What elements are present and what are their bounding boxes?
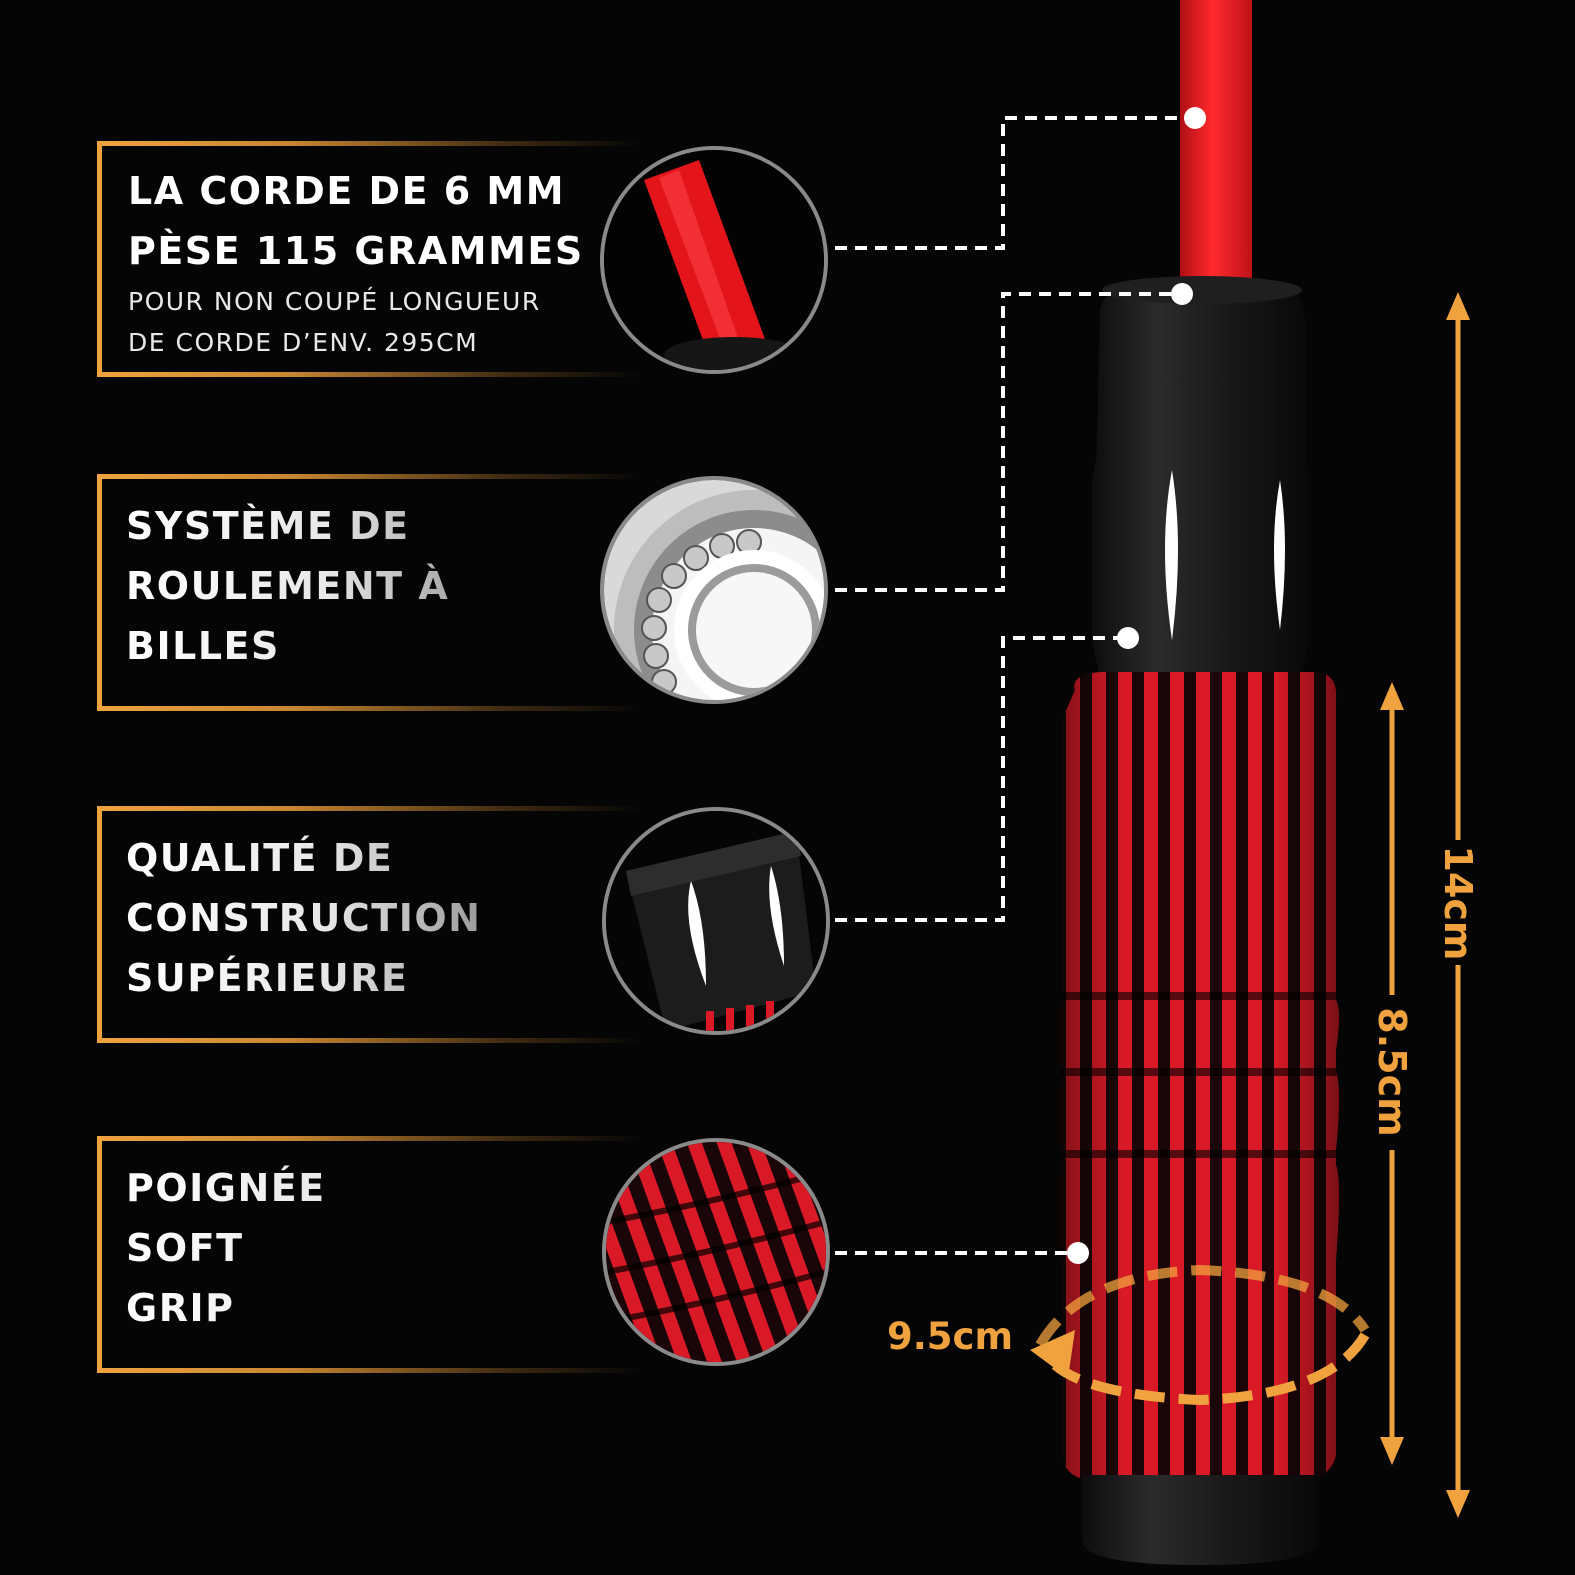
handle-closeup-icon [602, 807, 830, 1035]
feature-grip-headline-2: SOFT [126, 1218, 637, 1278]
feature-build-headline-1: QUALITÉ DE [126, 828, 637, 888]
ball-bearing-closeup-icon [600, 476, 828, 704]
circumference-arrowhead [1030, 1330, 1075, 1378]
callout-dots [1067, 107, 1206, 1264]
callout-line-rope [835, 116, 1195, 250]
callout-dot-grip [1067, 1242, 1089, 1264]
circumference-indicator [1030, 1264, 1370, 1406]
callout-lines [835, 116, 1195, 1255]
feature-bearing-headline-1: SYSTÈME DE [126, 496, 637, 556]
foam-grip-closeup-icon [602, 1138, 830, 1366]
feature-bearing-headline-3: BILLES [126, 616, 637, 676]
end-cap [1082, 1475, 1318, 1565]
feature-rope-subline-1: POUR NON COUPÉ LONGUEUR [128, 287, 541, 316]
feature-rope-subline-2: DE CORDE D’ENV. 295CM [128, 328, 479, 357]
callout-dot-bearing [1171, 283, 1193, 305]
total-length-arrow [1446, 292, 1470, 1518]
feature-rope-weight: LA CORDE DE 6 MM PÈSE 115 GRAMMES POUR N… [97, 141, 642, 377]
feature-build-headline-3: SUPÉRIEURE [126, 948, 637, 1008]
feature-ball-bearing: SYSTÈME DE ROULEMENT À BILLES [97, 474, 642, 711]
callout-line-bearing [835, 292, 1182, 592]
total-length-label: 14cm [1436, 845, 1480, 961]
grip-length-label: 8.5cm [1370, 1007, 1414, 1137]
callout-dot-build [1117, 627, 1139, 649]
feature-grip-headline-3: GRIP [126, 1278, 637, 1338]
feature-grip-headline-1: POIGNÉE [126, 1158, 637, 1218]
callout-dot-rope [1184, 107, 1206, 129]
circumference-label: 9.5cm [887, 1315, 1014, 1358]
feature-rope-headline-1: LA CORDE DE 6 MM [128, 169, 566, 213]
bearing-cap [1092, 278, 1310, 680]
feature-soft-grip: POIGNÉE SOFT GRIP [97, 1136, 642, 1373]
feature-build-quality: QUALITÉ DE CONSTRUCTION SUPÉRIEURE [97, 806, 642, 1043]
rope-closeup-icon [600, 146, 828, 374]
callout-line-build [835, 636, 1128, 922]
feature-build-headline-2: CONSTRUCTION [126, 888, 637, 948]
cap-slot-right [1274, 480, 1285, 630]
grip-length-arrow [1380, 682, 1404, 1465]
foam-grip [1058, 672, 1339, 1480]
feature-rope-headline-2: PÈSE 115 GRAMMES [128, 229, 584, 273]
cap-slot-left [1165, 470, 1178, 640]
rope [1180, 0, 1252, 300]
feature-bearing-headline-2: ROULEMENT À [126, 556, 637, 616]
